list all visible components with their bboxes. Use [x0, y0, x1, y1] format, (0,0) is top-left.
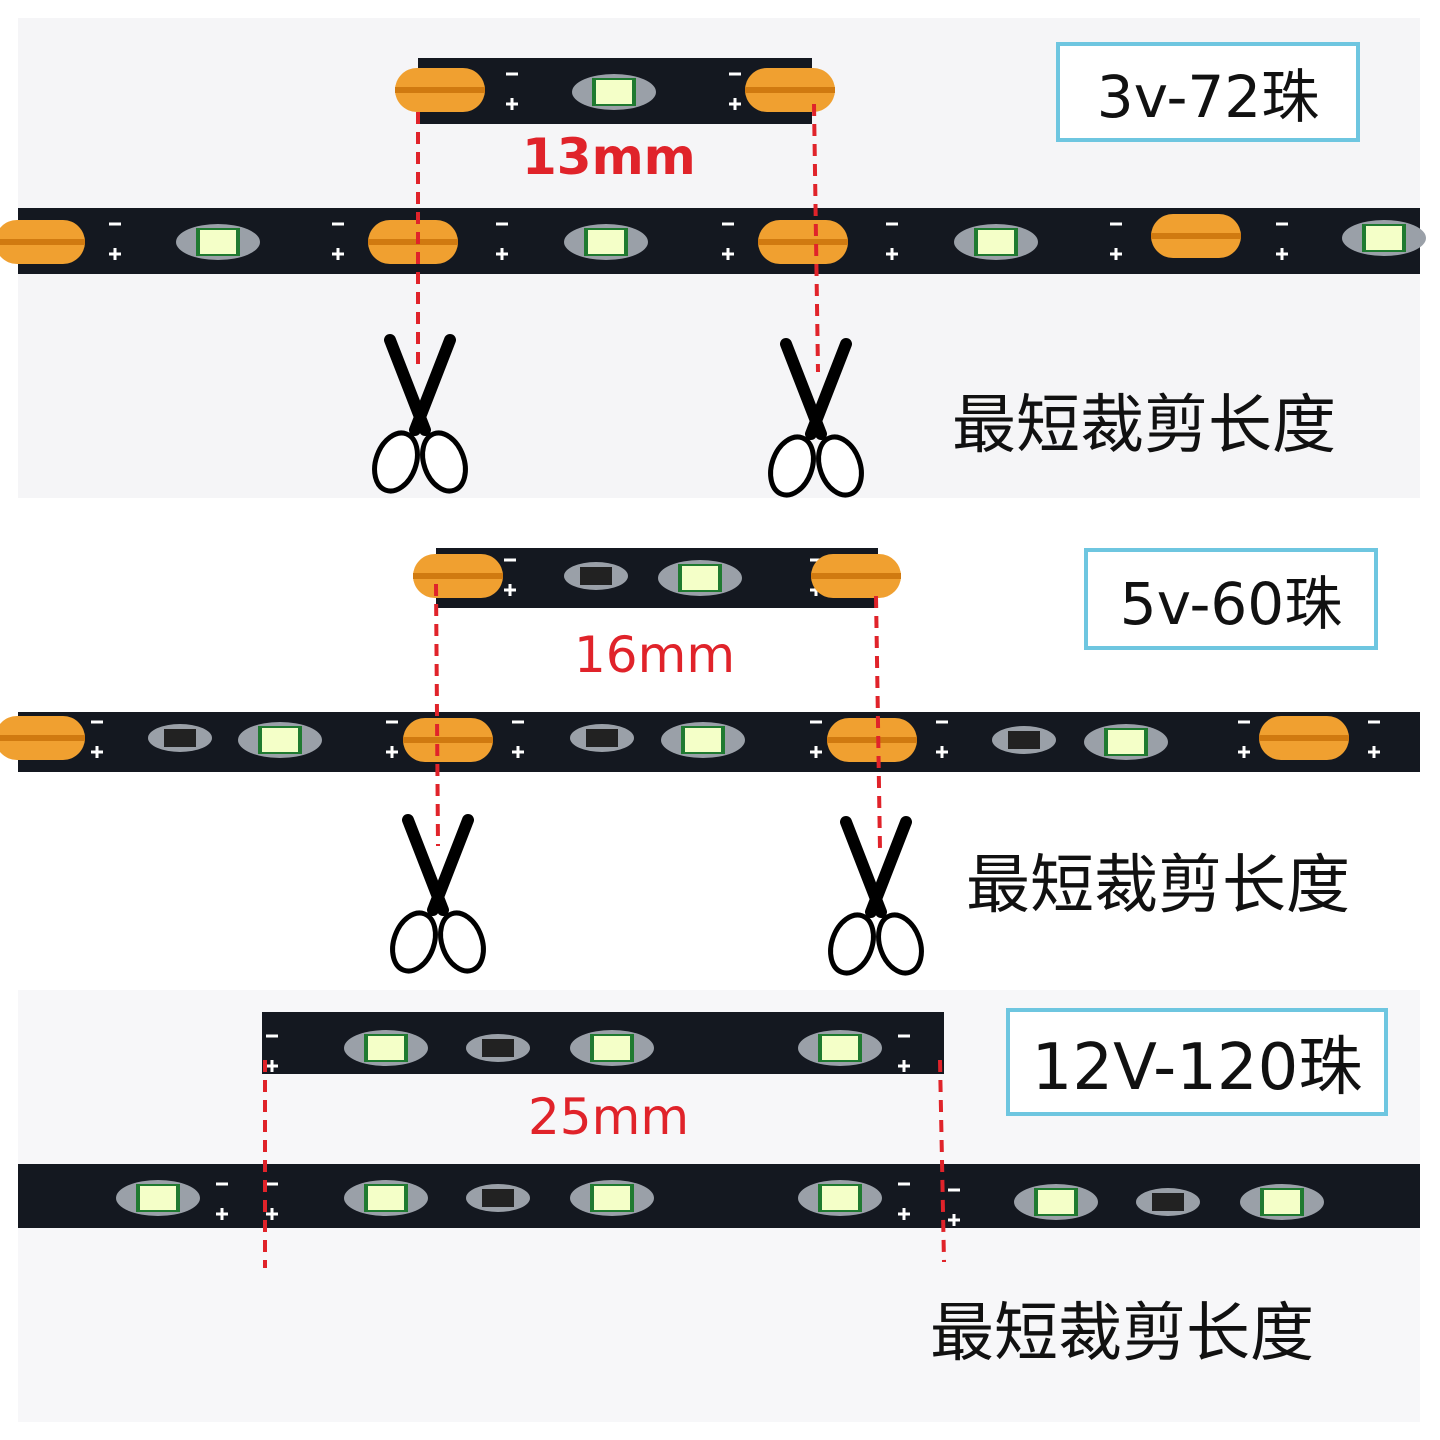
- strip-segment-12v: [262, 1012, 944, 1074]
- scissors-icon: [385, 820, 491, 977]
- cut-length-12v: 25mm: [528, 1088, 690, 1146]
- scissors-icon: [823, 822, 929, 979]
- measure-lines-5v: [434, 583, 882, 851]
- strip-full-5v: [0, 712, 1420, 772]
- strip-segment-3v: [395, 58, 835, 124]
- strip-full-12v: [18, 1164, 1420, 1228]
- caption-12v: 最短裁剪长度: [930, 1297, 1314, 1371]
- section-title-3v: 3v-72珠: [1056, 42, 1360, 142]
- cut-length-5v: 16mm: [574, 626, 736, 684]
- measure-lines-3v: [416, 103, 820, 373]
- caption-5v: 最短裁剪长度: [966, 849, 1350, 923]
- section-title-12v: 12V-120珠: [1006, 1008, 1388, 1116]
- measure-lines-12v: [263, 1059, 946, 1268]
- section-title-5v: 5v-60珠: [1084, 548, 1378, 650]
- cut-length-3v: 13mm: [522, 128, 696, 186]
- strip-segment-5v: [413, 548, 901, 608]
- strip-full-3v: [0, 208, 1426, 274]
- caption-3v: 最短裁剪长度: [952, 389, 1336, 463]
